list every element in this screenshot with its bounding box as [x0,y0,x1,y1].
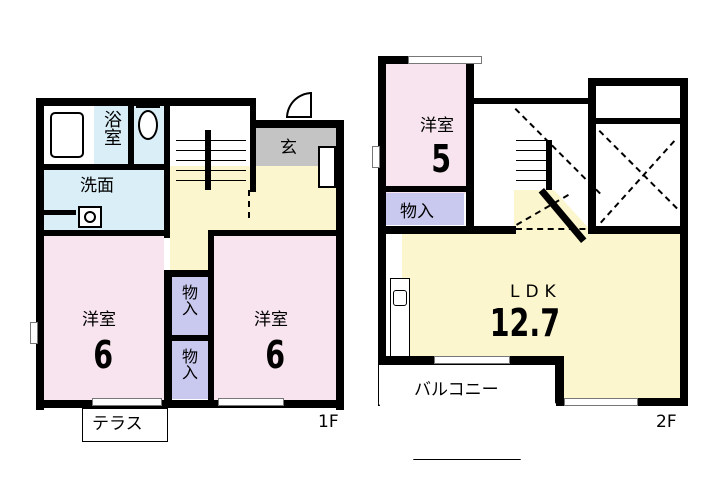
size-ldk: 12.7 [489,301,561,345]
label-western-2f: 洋室 [420,116,454,136]
label-1f: 1F [318,412,339,432]
label-2f: 2F [656,412,677,432]
size-western-2f: 5 [431,137,452,181]
washer-drum-icon [84,211,96,223]
shoe-closet [318,146,336,188]
window-west[interactable] [30,322,38,344]
toilet-icon [138,110,158,140]
stair-treads-2f [516,140,550,190]
size-western-left: 6 [93,333,114,377]
sink-icon [393,290,407,306]
ldk-opening [516,228,596,230]
balcony [378,364,556,460]
size-western-right: 6 [265,333,286,377]
label-western-right: 洋室 [254,310,288,330]
room-western-right [214,236,336,400]
label-bath: 浴室 [101,110,122,146]
label-closet-2f: 物入 [400,202,434,222]
label-terrace: テラス [92,414,143,434]
window-right-room[interactable] [218,398,284,406]
label-closet-lower: 物入 [179,348,198,380]
window-ldk-south[interactable] [564,398,638,406]
window-west-2f[interactable] [372,146,380,168]
terrace [82,408,168,442]
room-hall-lower [170,230,210,270]
floor-plan-1f: 浴室 洗面 玄 洋室 6 洋室 6 物入 物入 テラス 1F [30,92,344,442]
label-closet-upper: 物入 [179,284,198,316]
room-closet-upper [172,277,208,335]
label-entrance: 玄 [280,138,297,158]
room-western-2f [386,64,466,194]
stair-treads [176,140,246,190]
room-wash [44,170,164,230]
bathtub-icon [50,112,84,158]
room-closet-2f [386,193,464,225]
window-western-2f[interactable] [408,56,482,64]
room-bath [94,104,128,164]
label-ldk: LDK [510,282,562,302]
window-terrace[interactable] [92,398,162,406]
label-balcony: バルコニー [414,380,499,400]
room-closet-lower [172,341,208,399]
window-balcony[interactable] [434,356,510,364]
room-western-left [44,236,164,400]
label-western-left: 洋室 [82,310,116,330]
label-wash: 洗面 [80,176,114,196]
void-area [596,86,680,226]
